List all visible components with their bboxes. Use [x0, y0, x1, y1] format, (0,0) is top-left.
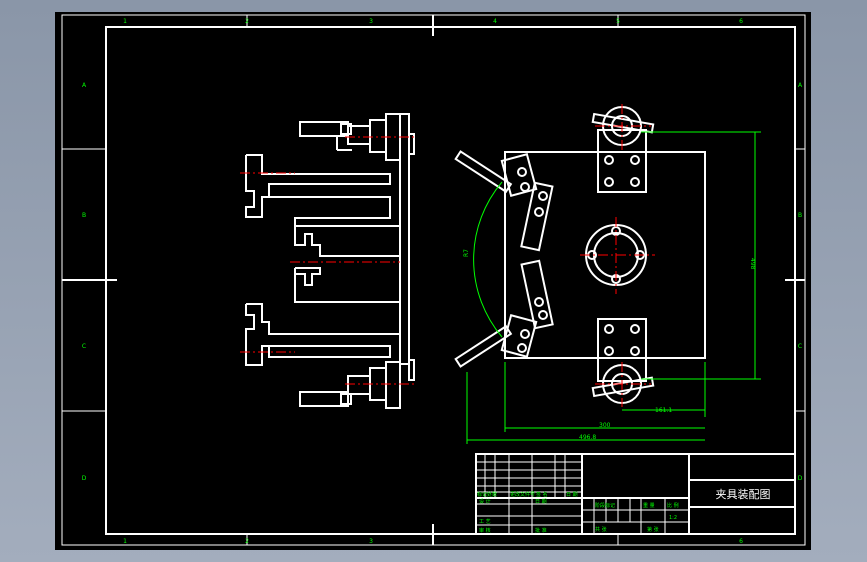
zone-col-4-top: 4 — [493, 18, 497, 25]
dim-width-inner: 300 — [599, 422, 611, 429]
zone-row-a-left: A — [82, 82, 87, 89]
tb-label-change: 更改文件号 — [510, 491, 535, 498]
tb-label-mark: 标记 — [477, 491, 487, 498]
zone-col-1-bottom: 1 — [123, 538, 127, 545]
tb-label-sign: 签 名 — [536, 491, 548, 498]
zone-col-6-top: 6 — [739, 18, 743, 25]
tb-label-date: 日 期 — [566, 492, 578, 498]
side-view — [245, 113, 415, 409]
dim-offset: 161.1 — [655, 407, 672, 414]
zone-row-b-right: B — [798, 212, 802, 219]
tb-scale-value: 1:2 — [669, 515, 677, 521]
zone-col-6-bottom: 6 — [739, 538, 743, 545]
tb-weight: 重 量 — [643, 502, 655, 509]
zone-col-3-bottom: 3 — [369, 538, 373, 545]
dim-width-outer: 496.8 — [579, 434, 596, 441]
tb-sheet-num: 第 张 — [647, 526, 659, 533]
tb-label-count: 处数 — [487, 491, 497, 498]
dim-radius: R7 — [463, 249, 470, 257]
zone-row-c-right: C — [798, 343, 802, 350]
zone-row-b-left: B — [82, 212, 86, 219]
zone-row-a-right: A — [798, 82, 803, 89]
zone-row-c-left: C — [82, 343, 86, 350]
tb-label-review: 审 核 — [479, 527, 491, 534]
tb-label-approve-date: 日 期 — [535, 499, 547, 505]
tb-label-approve: 批 准 — [535, 527, 547, 534]
tb-sheet-total: 共 张 — [595, 526, 607, 533]
tb-scale-label: 比 例 — [667, 502, 679, 509]
zone-col-2-top: 2 — [245, 18, 249, 25]
assembly-drawing: 1 2 3 4 5 6 1 2 3 6 A B C D A B C D — [61, 14, 806, 546]
zone-col-5-top: 5 — [616, 18, 620, 25]
tb-label-design: 设 计 — [479, 498, 491, 505]
zone-col-3-top: 3 — [369, 18, 373, 25]
outer-border — [61, 14, 806, 546]
inner-border — [105, 26, 796, 535]
zone-row-d-right: D — [798, 475, 803, 482]
zone-col-1-top: 1 — [123, 18, 127, 25]
dimension-lines — [466, 131, 761, 444]
zone-col-2-bottom: 2 — [245, 538, 249, 545]
zone-row-d-left: D — [82, 475, 87, 482]
title-block — [475, 453, 796, 535]
tb-stage-mark: 阶段标记 — [595, 502, 615, 509]
tb-label-craft: 工 艺 — [479, 519, 491, 525]
dim-height: 498 — [749, 258, 756, 270]
drawing-title: 夹具装配图 — [716, 488, 771, 501]
drawing-sheet: 1 2 3 4 5 6 1 2 3 6 A B C D A B C D — [55, 12, 811, 550]
